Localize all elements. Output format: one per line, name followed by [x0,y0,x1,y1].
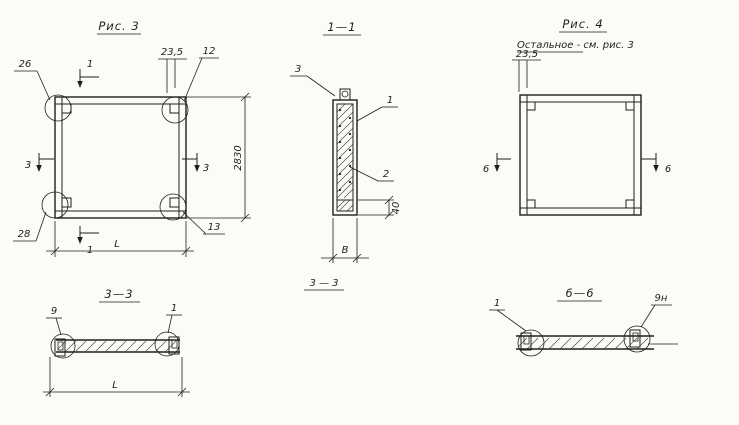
fig3-dimensions [46,92,251,257]
fig4-dim-23-5: 23,5 [516,49,538,60]
fig3-callout-26: 26 [19,59,32,70]
section-1-1-callout-3: 3 [295,64,301,75]
fig3-callout-12: 12 [203,46,216,57]
fig3-dim-23-5: 23,5 [161,47,183,58]
fig3-cut-markers [36,69,200,244]
fig3-detail-circle-tl [44,94,72,122]
section-3-3-dimensions [43,357,190,397]
section-6-6-drawing [516,325,678,357]
fig3-title: Рис. 3 [98,19,139,33]
section-6-6-callout-9n: 9н [655,293,668,304]
section-1-1-footnote: 3 — 3 [309,278,338,289]
section-6-6-title: 6—6 [565,286,594,300]
fig3-detail-circle-bl [41,191,69,219]
fig4-note: Остальное - см. рис. 3 [517,40,634,51]
fig4-cut-markers [494,153,659,172]
section-6-6-detail-circle-right [623,325,651,353]
fig3-callout-13: 13 [208,222,221,233]
fig3-cut-label-top: 1 [87,59,93,70]
fig3-elevation [41,94,189,221]
section-1-1-drawing [332,88,358,216]
fig4-callout-leaders [512,31,607,92]
section-3-3-title: 3—3 [104,287,133,301]
fig3-cut-label-left: 3 [25,160,31,171]
section-3-3-leaders [46,301,182,336]
fig4-cut-label-right: 6 [665,164,671,175]
section-1-1-dim-width: В [342,245,349,256]
section-1-1-callout-2: 2 [383,169,389,180]
section-6-6-detail-circle-left [517,329,545,357]
rebar-dots [338,108,352,192]
fig4-title: Рис. 4 [562,17,603,31]
fig3-dim-width: L [114,239,120,250]
section-3-3-detail-circle-left [50,333,76,359]
fig3-callout-28: 28 [18,229,31,240]
fig3-cut-label-right: 3 [203,163,209,174]
section-6-6-callout-1: 1 [494,298,500,309]
section-1-1-leaders [290,34,398,291]
fig3-detail-circle-tr [161,96,189,124]
section-3-3-detail-circle-right [154,331,180,357]
section-1-1-dim-flange: 40 [391,202,402,215]
section-3-3-callout-1: 1 [171,303,177,314]
section-1-1-callout-1: 1 [387,95,393,106]
fig4-cut-label-left: 6 [483,164,489,175]
section-3-3-dim-width: L [112,380,118,391]
section-3-3-drawing [50,331,180,359]
section-3-3-callout-9: 9 [51,306,57,317]
fig4-elevation [519,94,642,216]
fig3-detail-circle-br [159,193,187,221]
section-6-6-leaders [489,300,672,332]
fig3-callout-leaders [13,33,225,242]
fig3-dim-height: 2830 [233,145,244,170]
section-1-1-dimensions [321,195,394,263]
section-1-1-title: 1—1 [327,20,356,34]
fig3-cut-label-bottom: 1 [87,245,93,256]
